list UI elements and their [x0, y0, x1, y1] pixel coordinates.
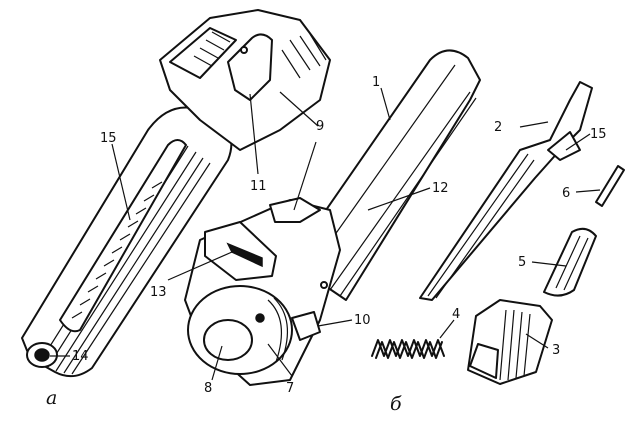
- extractor-claw: [291, 311, 321, 341]
- carrier-spring-coils: [71, 181, 163, 319]
- bolt-face-hole: [255, 313, 265, 323]
- carrier-lug-hatch: [193, 31, 231, 67]
- leader-4: [439, 319, 455, 339]
- label-part-12: 12: [432, 181, 449, 196]
- cam-slot-hatch: [281, 33, 327, 79]
- label-part-9: 9: [316, 119, 324, 134]
- leader-3: [525, 333, 549, 349]
- leader-5: [531, 261, 567, 267]
- part-6-pin: [595, 165, 625, 207]
- carrier-bore-hole: [34, 348, 50, 362]
- leader-11: [249, 93, 259, 175]
- label-part-5: 5: [518, 255, 526, 270]
- bolt-assembly-b: [184, 49, 481, 386]
- label-part-4: 4: [452, 307, 460, 322]
- part-labels: 1 2 15 6 5 4 3 9 11 12 10 13 8 7 14 15: [72, 75, 607, 396]
- bolt-carrier-assembly-a: [21, 9, 331, 378]
- spring-coil-line: [371, 339, 445, 357]
- leader-12: [367, 187, 431, 211]
- leader-10: [317, 319, 353, 327]
- label-part-1: 1: [372, 75, 380, 90]
- leader-13: [167, 251, 233, 281]
- carrier-slot: [59, 139, 187, 333]
- part-3-sleeve: [467, 299, 553, 385]
- sleeve-hatch: [499, 309, 531, 381]
- part-4-coil-spring: [371, 339, 445, 359]
- label-part-15-left: 15: [100, 131, 117, 146]
- part-5-hatch: [555, 235, 589, 291]
- label-part-10: 10: [354, 313, 371, 328]
- sublabel-b: б: [390, 393, 402, 415]
- label-part-15-right: 15: [590, 127, 607, 142]
- label-part-6: 6: [562, 186, 570, 201]
- leader-15a: [111, 143, 131, 221]
- part-2-tab: [547, 131, 581, 161]
- leader-8: [211, 345, 223, 381]
- leader-6: [575, 189, 601, 193]
- sublabels: а б: [46, 387, 402, 415]
- leader-9: [279, 91, 319, 127]
- part-2-blade-edge: [427, 153, 535, 299]
- sleeve-slot: [469, 343, 499, 379]
- bolt-lug-shadow: [226, 242, 263, 268]
- part-5-wedge: [543, 227, 597, 297]
- bolt-side-pin: [320, 281, 328, 289]
- label-part-2: 2: [494, 120, 502, 135]
- bolt-ramp: [269, 197, 321, 223]
- label-part-11: 11: [250, 179, 267, 194]
- leader-lines: [50, 87, 601, 381]
- cam-slot: [227, 33, 273, 101]
- bolt-face-shade: [267, 297, 288, 363]
- label-part-7: 7: [286, 381, 294, 396]
- leader-9b: [293, 141, 317, 211]
- carrier-pin-hole: [240, 46, 248, 54]
- leader-2: [519, 121, 549, 128]
- leader-7: [267, 343, 293, 377]
- label-part-13: 13: [150, 285, 167, 300]
- leader-15b: [565, 133, 591, 151]
- firing-pin-head: [203, 319, 253, 361]
- label-part-8: 8: [204, 381, 212, 396]
- carrier-lug: [169, 27, 237, 79]
- label-part-14: 14: [72, 349, 89, 364]
- leader-1: [380, 87, 391, 121]
- sublabel-a: а: [46, 387, 57, 409]
- spring-coil-line-2: [375, 341, 443, 359]
- label-part-3: 3: [552, 343, 560, 358]
